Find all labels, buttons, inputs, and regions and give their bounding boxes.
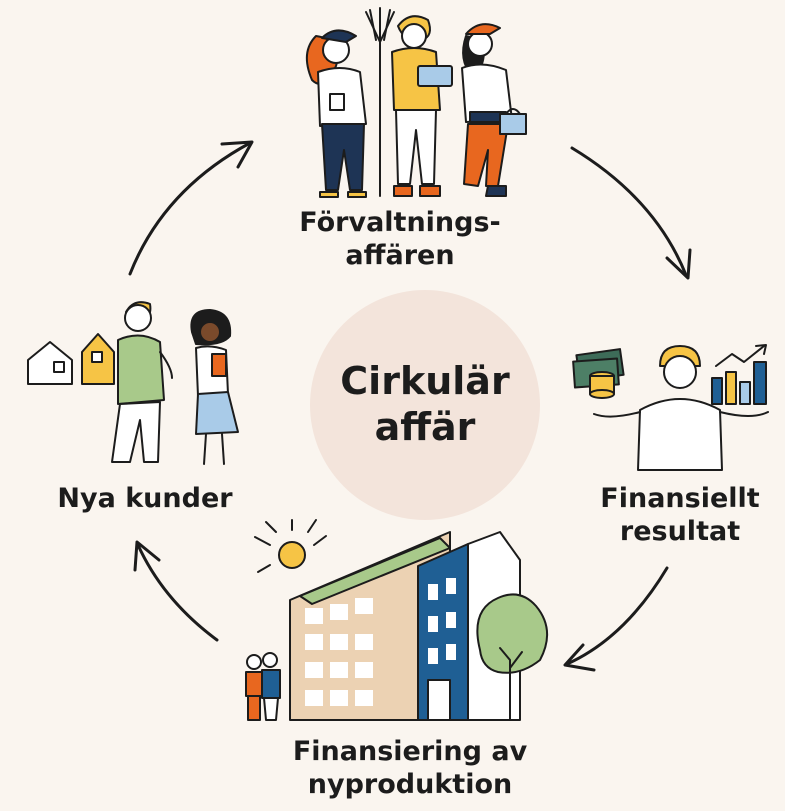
woman-blue-skirt [190, 309, 239, 465]
person-shrugging [593, 345, 769, 471]
stage-label-bottom: Finansiering av nyproduktion [290, 735, 530, 801]
team-illustration [305, 7, 527, 198]
money-icon [572, 348, 625, 399]
center-label: Cirkulär affär [312, 358, 538, 450]
arrow-right-bottom [563, 566, 669, 672]
rake-icon [365, 7, 395, 197]
cycle-arrows [128, 140, 692, 672]
arrow-top-right [570, 146, 692, 280]
new-customers-illustration [27, 301, 239, 465]
building-beige [289, 531, 451, 721]
stage-label-top-line2: affären [345, 240, 455, 271]
arrow-bottom-left [133, 540, 219, 642]
building-blue [417, 543, 469, 721]
finance-illustration [572, 344, 769, 471]
stage-label-bottom-line2: nyproduktion [307, 769, 513, 800]
arrow-left-top [128, 140, 254, 276]
stage-label-right: Finansiellt resultat [590, 482, 770, 548]
stage-label-left: Nya kunder [50, 482, 240, 515]
people-looking-up [245, 652, 281, 721]
worker-left [305, 29, 367, 198]
bar-chart-icon [711, 344, 767, 405]
stage-label-right-line2: resultat [619, 516, 741, 547]
center-circle [310, 290, 540, 520]
worker-middle [391, 15, 453, 197]
stage-label-top: Förvaltnings- affären [290, 206, 510, 272]
man-green-jacket [111, 301, 173, 463]
sun-icon [254, 519, 327, 573]
stage-label-top-line1: Förvaltnings- [299, 207, 501, 238]
house-icon [27, 341, 73, 385]
buildings-illustration [245, 519, 548, 721]
stage-label-bottom-line1: Finansiering av [292, 736, 528, 767]
worker-right [461, 23, 527, 197]
tree-icon [476, 593, 548, 721]
center-label-line2: affär [374, 405, 476, 449]
stage-label-left-line1: Nya kunder [57, 483, 233, 514]
stage-label-right-line1: Finansiellt [600, 483, 760, 514]
center-label-line1: Cirkulär [340, 359, 510, 403]
house-icon [81, 333, 115, 385]
